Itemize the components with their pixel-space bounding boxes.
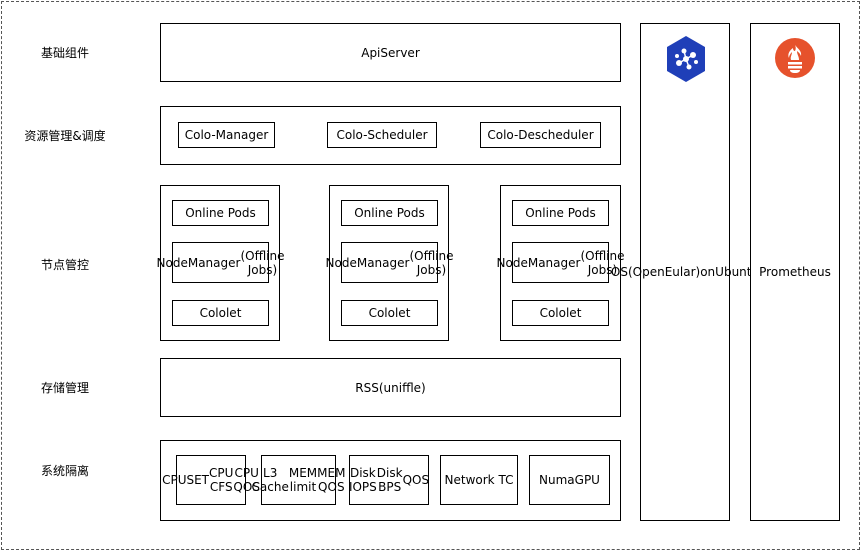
isolation-disk-box: Disk IOPS Disk BPS QOS	[349, 455, 429, 505]
nodemanager-box: NodeManager (Offline Jobs)	[497, 242, 625, 283]
cololet-box: Cololet	[341, 300, 438, 326]
colo-scheduler-box: Colo-Scheduler	[327, 122, 437, 148]
openeuler-logo-icon	[667, 36, 705, 82]
os-line: (OpenEular)	[627, 265, 701, 279]
label-infra: 基础组件	[40, 46, 89, 60]
monitor-column: Prometheus	[750, 23, 840, 521]
storage-box: RSS(uniffle)	[160, 358, 621, 417]
isolation-line: QOS	[402, 473, 430, 487]
online-pods-box: Online Pods	[341, 200, 438, 226]
os-line: on	[700, 265, 716, 279]
isolation-cpu-box: CPUSET CPU CFS CPU QOS	[162, 455, 260, 505]
apiserver-box: ApiServer	[160, 23, 621, 82]
prometheus-logo-icon	[775, 38, 815, 78]
nodemanager-subtitle: (Offline Jobs)	[580, 248, 625, 277]
isolation-line: CPU QOS	[233, 466, 260, 494]
os-column: OS (OpenEular) on Ubuntu	[611, 23, 759, 521]
nodemanager-subtitle: (Offline Jobs)	[240, 248, 285, 277]
isolation-network-box: Network TC	[440, 455, 518, 505]
isolation-numa-box: Numa GPU	[529, 455, 610, 505]
isolation-line: MEM QOS	[317, 466, 346, 494]
nodemanager-title: NodeManager	[325, 255, 410, 270]
colo-manager-box: Colo-Manager	[178, 122, 275, 148]
label-isolation: 系统隔离	[40, 464, 89, 478]
cololet-box: Cololet	[512, 300, 609, 326]
os-line: OS	[610, 265, 628, 279]
cololet-box: Cololet	[172, 300, 269, 326]
isolation-mem-box: L3 Cache MEM limit MEM QOS	[252, 455, 345, 505]
isolation-line: Disk BPS	[376, 466, 403, 494]
nodemanager-title: NodeManager	[156, 255, 241, 270]
isolation-line: CPUSET	[162, 473, 210, 487]
nodemanager-title: NodeManager	[496, 255, 581, 270]
online-pods-box: Online Pods	[172, 200, 269, 226]
nodemanager-box: NodeManager (Offline Jobs)	[157, 242, 285, 283]
isolation-line: L3 Cache	[251, 466, 289, 494]
label-storage: 存储管理	[40, 381, 89, 395]
isolation-line: MEM limit	[288, 466, 318, 494]
isolation-line: Disk IOPS	[348, 466, 377, 494]
os-line: Ubuntu	[715, 265, 760, 279]
online-pods-box: Online Pods	[512, 200, 609, 226]
label-node: 节点管控	[40, 258, 89, 272]
nodemanager-subtitle: (Offline Jobs)	[409, 248, 454, 277]
colo-descheduler-box: Colo-Descheduler	[480, 122, 601, 148]
isolation-line: GPU	[574, 473, 600, 487]
label-resource: 资源管理&调度	[24, 129, 106, 143]
nodemanager-box: NodeManager (Offline Jobs)	[326, 242, 454, 283]
isolation-line: Numa	[539, 473, 575, 487]
isolation-line: CPU CFS	[209, 466, 234, 494]
